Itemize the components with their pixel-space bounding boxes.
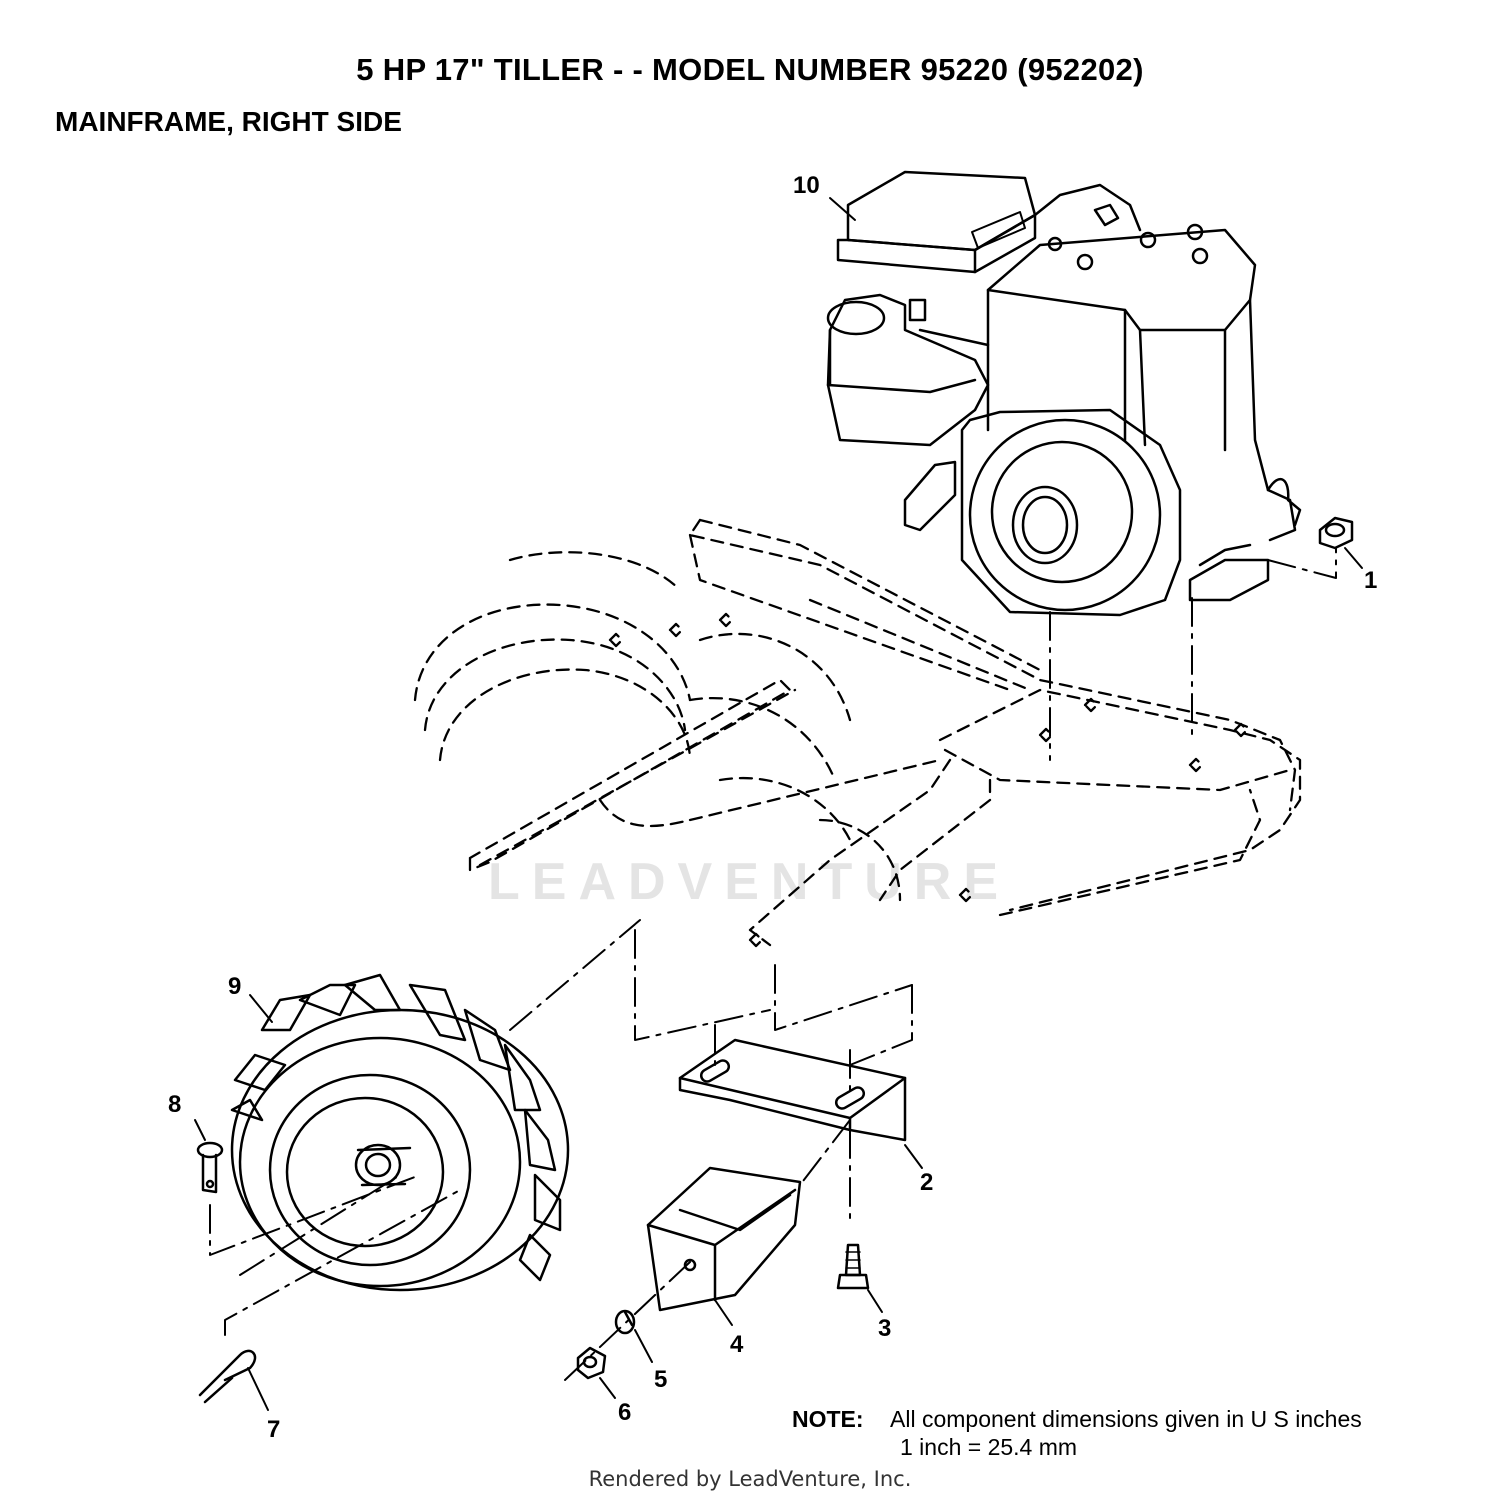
flange-nut-drawing [1318, 516, 1354, 550]
engine-drawing [826, 170, 1302, 617]
footer-credit: Rendered by LeadVenture, Inc. [588, 1467, 912, 1491]
note-line-1: All component dimensions given in U S in… [890, 1406, 1362, 1432]
callout-4: 4 [730, 1331, 744, 1358]
watermark-text: LEADVENTURE [488, 853, 1011, 911]
clevis-pin-drawing [196, 1141, 224, 1194]
bolt-drawing [836, 1243, 870, 1290]
callout-10: 10 [793, 172, 820, 199]
callout-9: 9 [228, 973, 241, 1000]
wheel-tire-drawing [230, 973, 570, 1292]
callout-8: 8 [168, 1091, 181, 1118]
washer-nut-drawing [576, 1309, 636, 1380]
mainframe-phantom [413, 518, 1302, 948]
assembly-centerlines [209, 547, 1337, 1381]
dimension-note: NOTE: All component dimensions given in U… [792, 1405, 1362, 1461]
callout-2: 2 [920, 1169, 933, 1196]
callout-6: 6 [618, 1399, 631, 1426]
note-label: NOTE: [792, 1406, 864, 1432]
note-line-2: 1 inch = 25.4 mm [900, 1434, 1078, 1460]
bracket-drawing [678, 1038, 907, 1142]
weight-block-drawing [646, 1166, 802, 1312]
page-title: 5 HP 17" TILLER - - MODEL NUMBER 95220 (… [356, 52, 1144, 87]
hairpin-clip-drawing [198, 1349, 257, 1404]
callout-leaders [194, 197, 1363, 1411]
callout-5: 5 [654, 1366, 667, 1393]
callout-7: 7 [267, 1416, 280, 1443]
callout-3: 3 [878, 1315, 891, 1342]
callout-1: 1 [1364, 567, 1377, 594]
section-subtitle: MAINFRAME, RIGHT SIDE [55, 106, 402, 137]
